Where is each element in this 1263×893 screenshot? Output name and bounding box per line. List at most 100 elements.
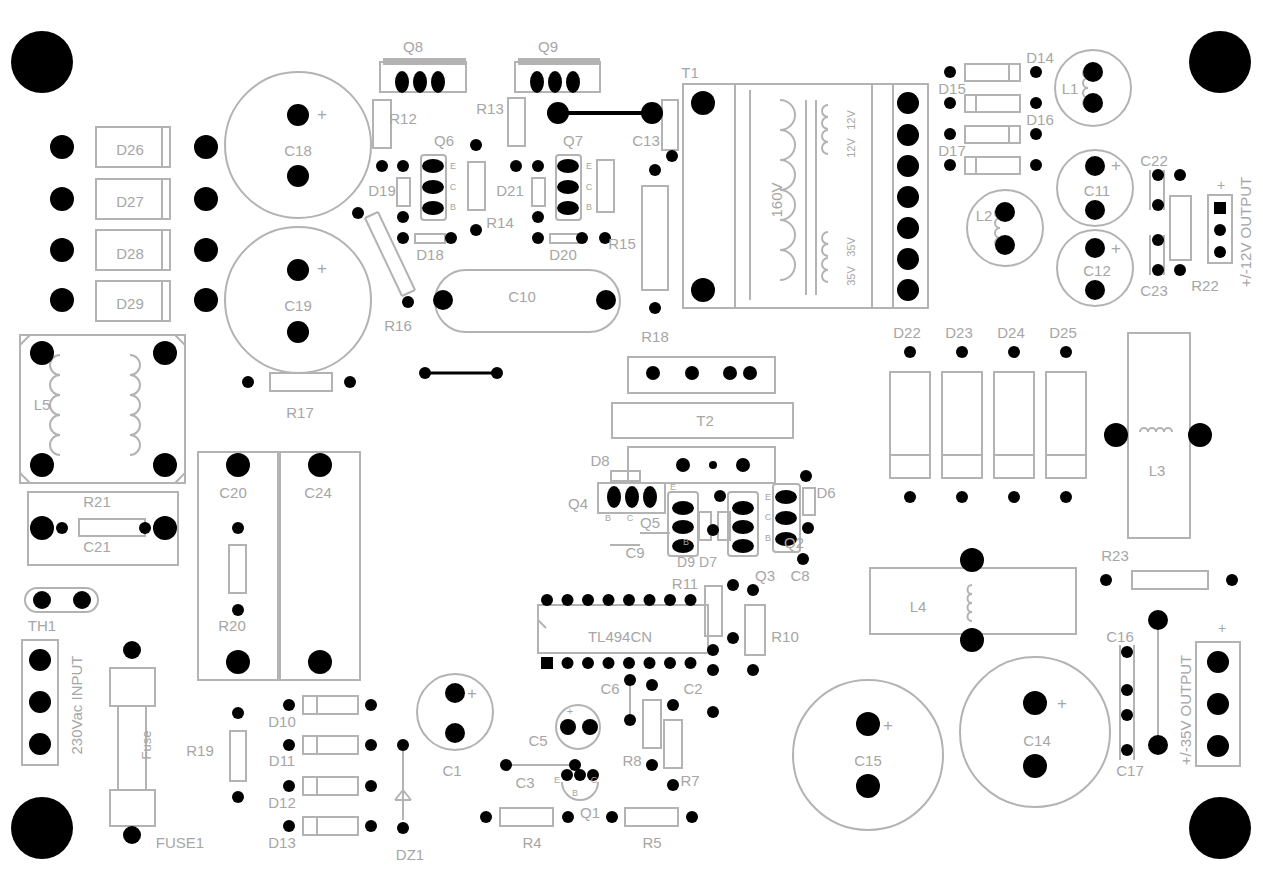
part-label: Q9 [538,39,558,54]
coil-winding [822,232,828,256]
capacitor-outline [556,705,600,749]
part-label: C16 [1106,629,1134,644]
component-outline [662,100,678,150]
component-outline [745,605,765,655]
part-label: C23 [1140,283,1168,298]
part-label: D21 [496,183,524,198]
solder-pad [897,124,919,146]
component-outline [303,736,358,754]
silkscreen-line [1149,170,1151,210]
solder-pad [685,366,699,380]
part-label: R22 [1191,278,1219,293]
solder-pad [232,791,244,803]
solder-pad [123,641,141,659]
silkscreen-line [1119,645,1121,760]
solder-pad [727,579,739,591]
component-outline [229,545,246,593]
solder-pad [1060,346,1072,358]
component-outline [515,62,600,92]
transistor-pad [422,180,444,194]
component-outline [538,605,708,653]
solder-pad [574,769,586,781]
solder-pad [667,779,679,791]
part-label: C12 [1083,263,1111,278]
part-label: B [586,203,592,212]
part-label: C [591,776,598,785]
part-label: D17 [938,143,966,158]
part-label: C18 [284,143,312,158]
component-outline [28,492,178,565]
transistor-pad [672,520,694,534]
silkscreen-line [395,799,411,801]
solder-pad [11,31,73,93]
capacitor-outline [225,227,371,373]
component-outline [598,483,665,513]
solder-pad [1152,264,1164,276]
solder-pad [232,604,244,616]
silkscreen-line [161,281,163,321]
component-outline [642,186,668,290]
solder-pad [433,290,453,310]
capacitor-outline [1057,150,1133,226]
capacitor-outline [967,190,1043,266]
silkscreen-line [20,473,30,483]
part-label: +/-35V OUTPUT [1178,655,1193,765]
silkscreen-line [871,84,873,308]
part-label: D13 [268,835,296,850]
component-outline [96,281,170,321]
silkscreen-line [1149,235,1151,275]
solder-pad [1023,754,1047,778]
solder-pad [1121,684,1133,696]
part-label: R23 [1101,548,1129,563]
solder-pad [29,733,51,755]
transistor-pad [395,71,409,93]
capacitor-outline [960,657,1110,807]
silkscreen-line [805,100,807,295]
part-label: C3 [515,775,534,790]
component-outline [1196,642,1240,766]
part-label: + [317,106,327,123]
component-outline [25,588,98,612]
silkscreen-line [395,790,403,800]
solder-pad [1189,31,1251,93]
solder-pad [445,232,457,244]
coil-winding [50,355,60,455]
solder-pad [1189,797,1251,859]
component-outline [22,640,58,765]
part-label: R20 [218,618,246,633]
solder-pad [30,516,54,540]
solder-pad [676,458,690,472]
solder-pad [226,453,250,477]
component-outline [303,817,358,835]
component-outline [994,372,1034,478]
transistor-pad [775,490,797,504]
transistor-pad [431,71,445,93]
solder-pad [226,650,250,674]
transistor-pad [422,201,444,215]
solder-pad [397,211,409,223]
component-outline [303,777,358,795]
part-label: D27 [116,194,144,209]
silkscreen-line [402,750,404,820]
component-outline [198,452,278,680]
transistor-pad [548,71,562,93]
solder-pad [242,376,254,388]
solder-pad [649,164,661,176]
part-label: R18 [641,329,669,344]
solder-pad [582,594,594,606]
coil-winding [130,355,140,455]
component-outline [728,492,758,556]
part-label: C8 [790,568,809,583]
part-label: C24 [304,485,332,500]
transistor-pad [672,501,694,515]
solder-pad [960,628,984,652]
part-label: B [683,538,689,547]
silkscreen-line [506,764,575,766]
transistor-pad [557,201,579,215]
solder-pad [1188,423,1212,447]
part-label: + [317,260,327,277]
part-label: B [605,514,611,523]
silkscreen-line [1008,64,1010,81]
solder-pad [541,594,553,606]
